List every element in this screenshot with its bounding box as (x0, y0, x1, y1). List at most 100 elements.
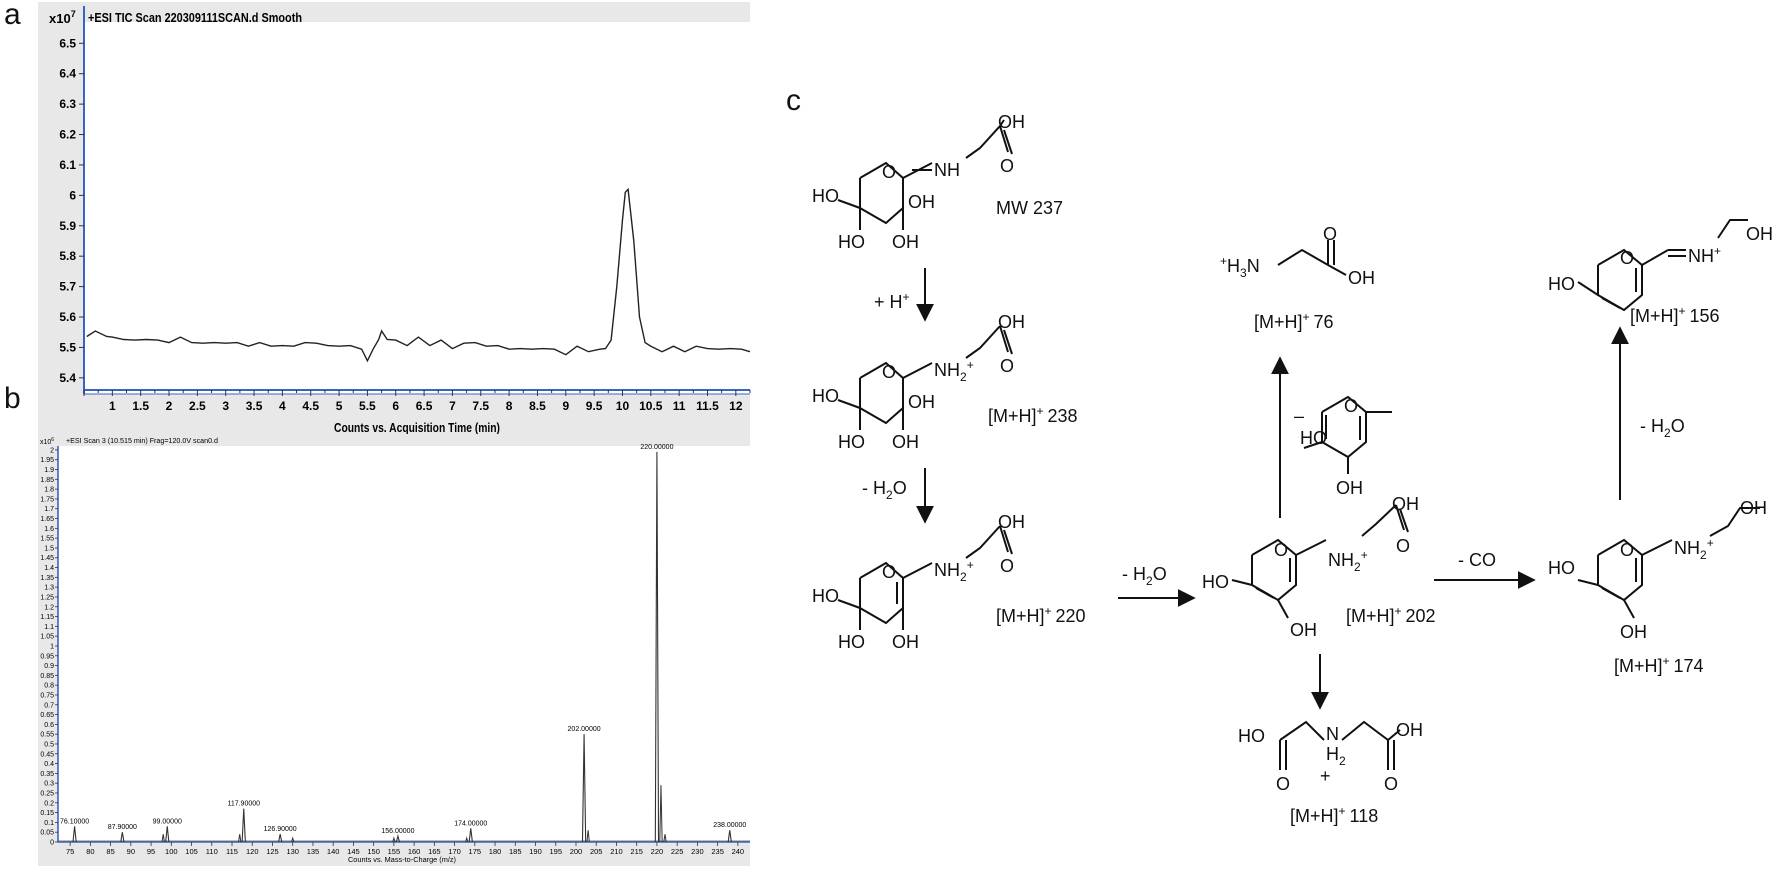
spectrum-x-tick-label: 200 (570, 847, 583, 856)
s3-ho-left: HO (812, 586, 839, 606)
chromatogram-x-tick-label: 8.5 (529, 399, 546, 413)
spectrum-x-tick-label: 190 (529, 847, 542, 856)
s4-nh2: NH2+ (1328, 548, 1368, 574)
spectrum-y-tick-label: 1.75 (40, 496, 54, 503)
spectrum-peak-label: 220.00000 (640, 444, 673, 451)
spectrum-peak-label: 99.00000 (153, 818, 182, 825)
s2-nh2: NH2+ (934, 358, 974, 384)
spectrum-x-tick-label: 220 (651, 847, 664, 856)
chromatogram-x-tick-label: 12 (729, 399, 743, 413)
m220-label: [M+H]+220 (996, 604, 1086, 626)
spectrum-peak (581, 734, 587, 843)
spectrum-peak (468, 828, 473, 843)
s3-oh-bottom: OH (892, 632, 919, 652)
s1-oh-bottom-right: OH (892, 232, 919, 252)
neutral-loss-dash: – (1294, 406, 1304, 426)
s4-ring-o: O (1274, 540, 1288, 560)
spectrum-x-tick-label: 230 (691, 847, 704, 856)
spectrum-x-tick-label: 180 (489, 847, 502, 856)
s8-carbonyl-o-right: O (1384, 774, 1398, 794)
spectrum-x-tick-label: 75 (66, 847, 74, 856)
chromatogram-y-tick-label: 5.6 (59, 310, 76, 324)
chromatogram-x-tick-label: 7.5 (472, 399, 489, 413)
spectrum-peak-label: 202.00000 (568, 726, 601, 733)
chromatogram-x-tick-label: 1 (109, 399, 116, 413)
tic-series-line (86, 187, 751, 363)
spectrum-peak-label: 87.90000 (108, 824, 137, 831)
chromatogram-x-tick-label: 11.5 (696, 399, 719, 413)
chromatogram-x-tick-label: 6 (392, 399, 399, 413)
chromatogram-x-tick-label: 5 (336, 399, 343, 413)
s1-oh-bottom-left: HO (838, 232, 865, 252)
spectrum-y-tick-label: 0.45 (40, 751, 54, 758)
s1-oh-right: OH (908, 192, 935, 212)
spectrum-x-tick-label: 165 (428, 847, 441, 856)
s1-ring-o: O (882, 162, 896, 182)
chromatogram-y-tick-label: 6.2 (59, 128, 76, 142)
spectrum-y-tick-label: 0.9 (44, 663, 54, 670)
s2-oh-top: OH (998, 312, 1025, 332)
spectrum-y-tick-label: 1.35 (40, 575, 54, 582)
s3-oh-top: OH (998, 512, 1025, 532)
spectrum-y-tick-label: 1 (50, 643, 54, 650)
s8-ho: HO (1238, 726, 1265, 746)
spectrum-y-tick-label: 0.8 (44, 683, 54, 690)
s6-nh-plus: NH+ (1688, 244, 1721, 266)
water-loss-label-3: - H2O (1640, 416, 1685, 440)
chromatogram-x-tick-label: 8 (506, 399, 513, 413)
s4-oh-bottom: OH (1290, 620, 1317, 640)
spectrum-minor-peak (238, 834, 242, 843)
m76-label: [M+H]+76 (1254, 310, 1334, 332)
spectrum-x-tick-label: 185 (509, 847, 522, 856)
spectrum-title: +ESI Scan 3 (10.515 min) Frag=120.0V sca… (66, 438, 218, 445)
s5-ring-o: O (1620, 540, 1634, 560)
chromatogram-y-tick-label: 5.7 (59, 280, 76, 294)
chromatogram-x-tick-label: 7 (449, 399, 456, 413)
spectrum-x-tick-label: 155 (388, 847, 401, 856)
spectrum-y-tick-label: 1.8 (44, 487, 54, 494)
spectrum-x-tick-label: 170 (448, 847, 461, 856)
spectrum-y-tick-label: 0.5 (44, 741, 54, 748)
s5-nh2: NH2+ (1674, 536, 1714, 562)
spectrum-peak (241, 808, 246, 843)
chromatogram-y-tick-label: 6 (69, 188, 76, 202)
spectrum-x-tick-label: 110 (206, 847, 218, 856)
spectrum-x-tick-label: 120 (246, 847, 259, 856)
spectrum-peak-label: 174.00000 (454, 820, 487, 827)
spectrum-y-tick-label: 1.95 (40, 457, 54, 464)
panel-label-a: a (4, 0, 21, 31)
spectrum-y-tick-label: 2 (50, 447, 54, 454)
chromatogram-x-tick-label: 3.5 (246, 399, 263, 413)
panel-label-b: b (4, 382, 21, 415)
spectrum-y-tick-label: 0.75 (40, 692, 54, 699)
chromatogram-x-tick-label: 2.5 (189, 399, 206, 413)
spectrum-y-tick-label: 1.25 (40, 594, 54, 601)
chromatogram-x-tick-label: 10.5 (639, 399, 663, 413)
s1-oh-top: OH (998, 112, 1025, 132)
s6-ho: HO (1548, 274, 1575, 294)
co-loss-label: - CO (1458, 550, 1496, 570)
plus-h-label: + H+ (874, 290, 910, 312)
chromatogram-x-tick-label: 11 (673, 399, 686, 413)
spectrum-y-tick-label: 1.4 (44, 565, 54, 572)
s1-carbonyl-o: O (1000, 156, 1014, 176)
spectrum-minor-peak (663, 834, 667, 843)
s8-h2: H2 (1326, 744, 1346, 768)
mw-237-label: MW 237 (996, 198, 1063, 218)
h3n-label: +H3N (1220, 254, 1260, 280)
structure-174 (1577, 507, 1760, 619)
chromatogram-y-tick-label: 6.5 (59, 36, 76, 50)
structure-76 (1277, 240, 1347, 276)
spectrum-y-tick-label: 0.05 (40, 830, 54, 837)
spectrum-y-tick-label: 1.65 (40, 516, 54, 523)
spectrum-x-tick-label: 240 (732, 847, 745, 856)
spectrum-x-tick-label: 115 (226, 847, 238, 856)
spectrum-y-tick-label: 0.35 (40, 771, 54, 778)
spectrum-y-tick-label: 0.85 (40, 673, 54, 680)
chromatogram-x-tick-label: 6.5 (416, 399, 433, 413)
spectrum-minor-peak (586, 830, 590, 843)
spectrum-y-tick-label: 1.6 (44, 526, 54, 533)
spectrum-y-tick-label: 1.3 (44, 585, 54, 592)
neutral-ho: HO (1300, 428, 1327, 448)
spectrum-y-tick-label: 1.15 (40, 614, 54, 621)
